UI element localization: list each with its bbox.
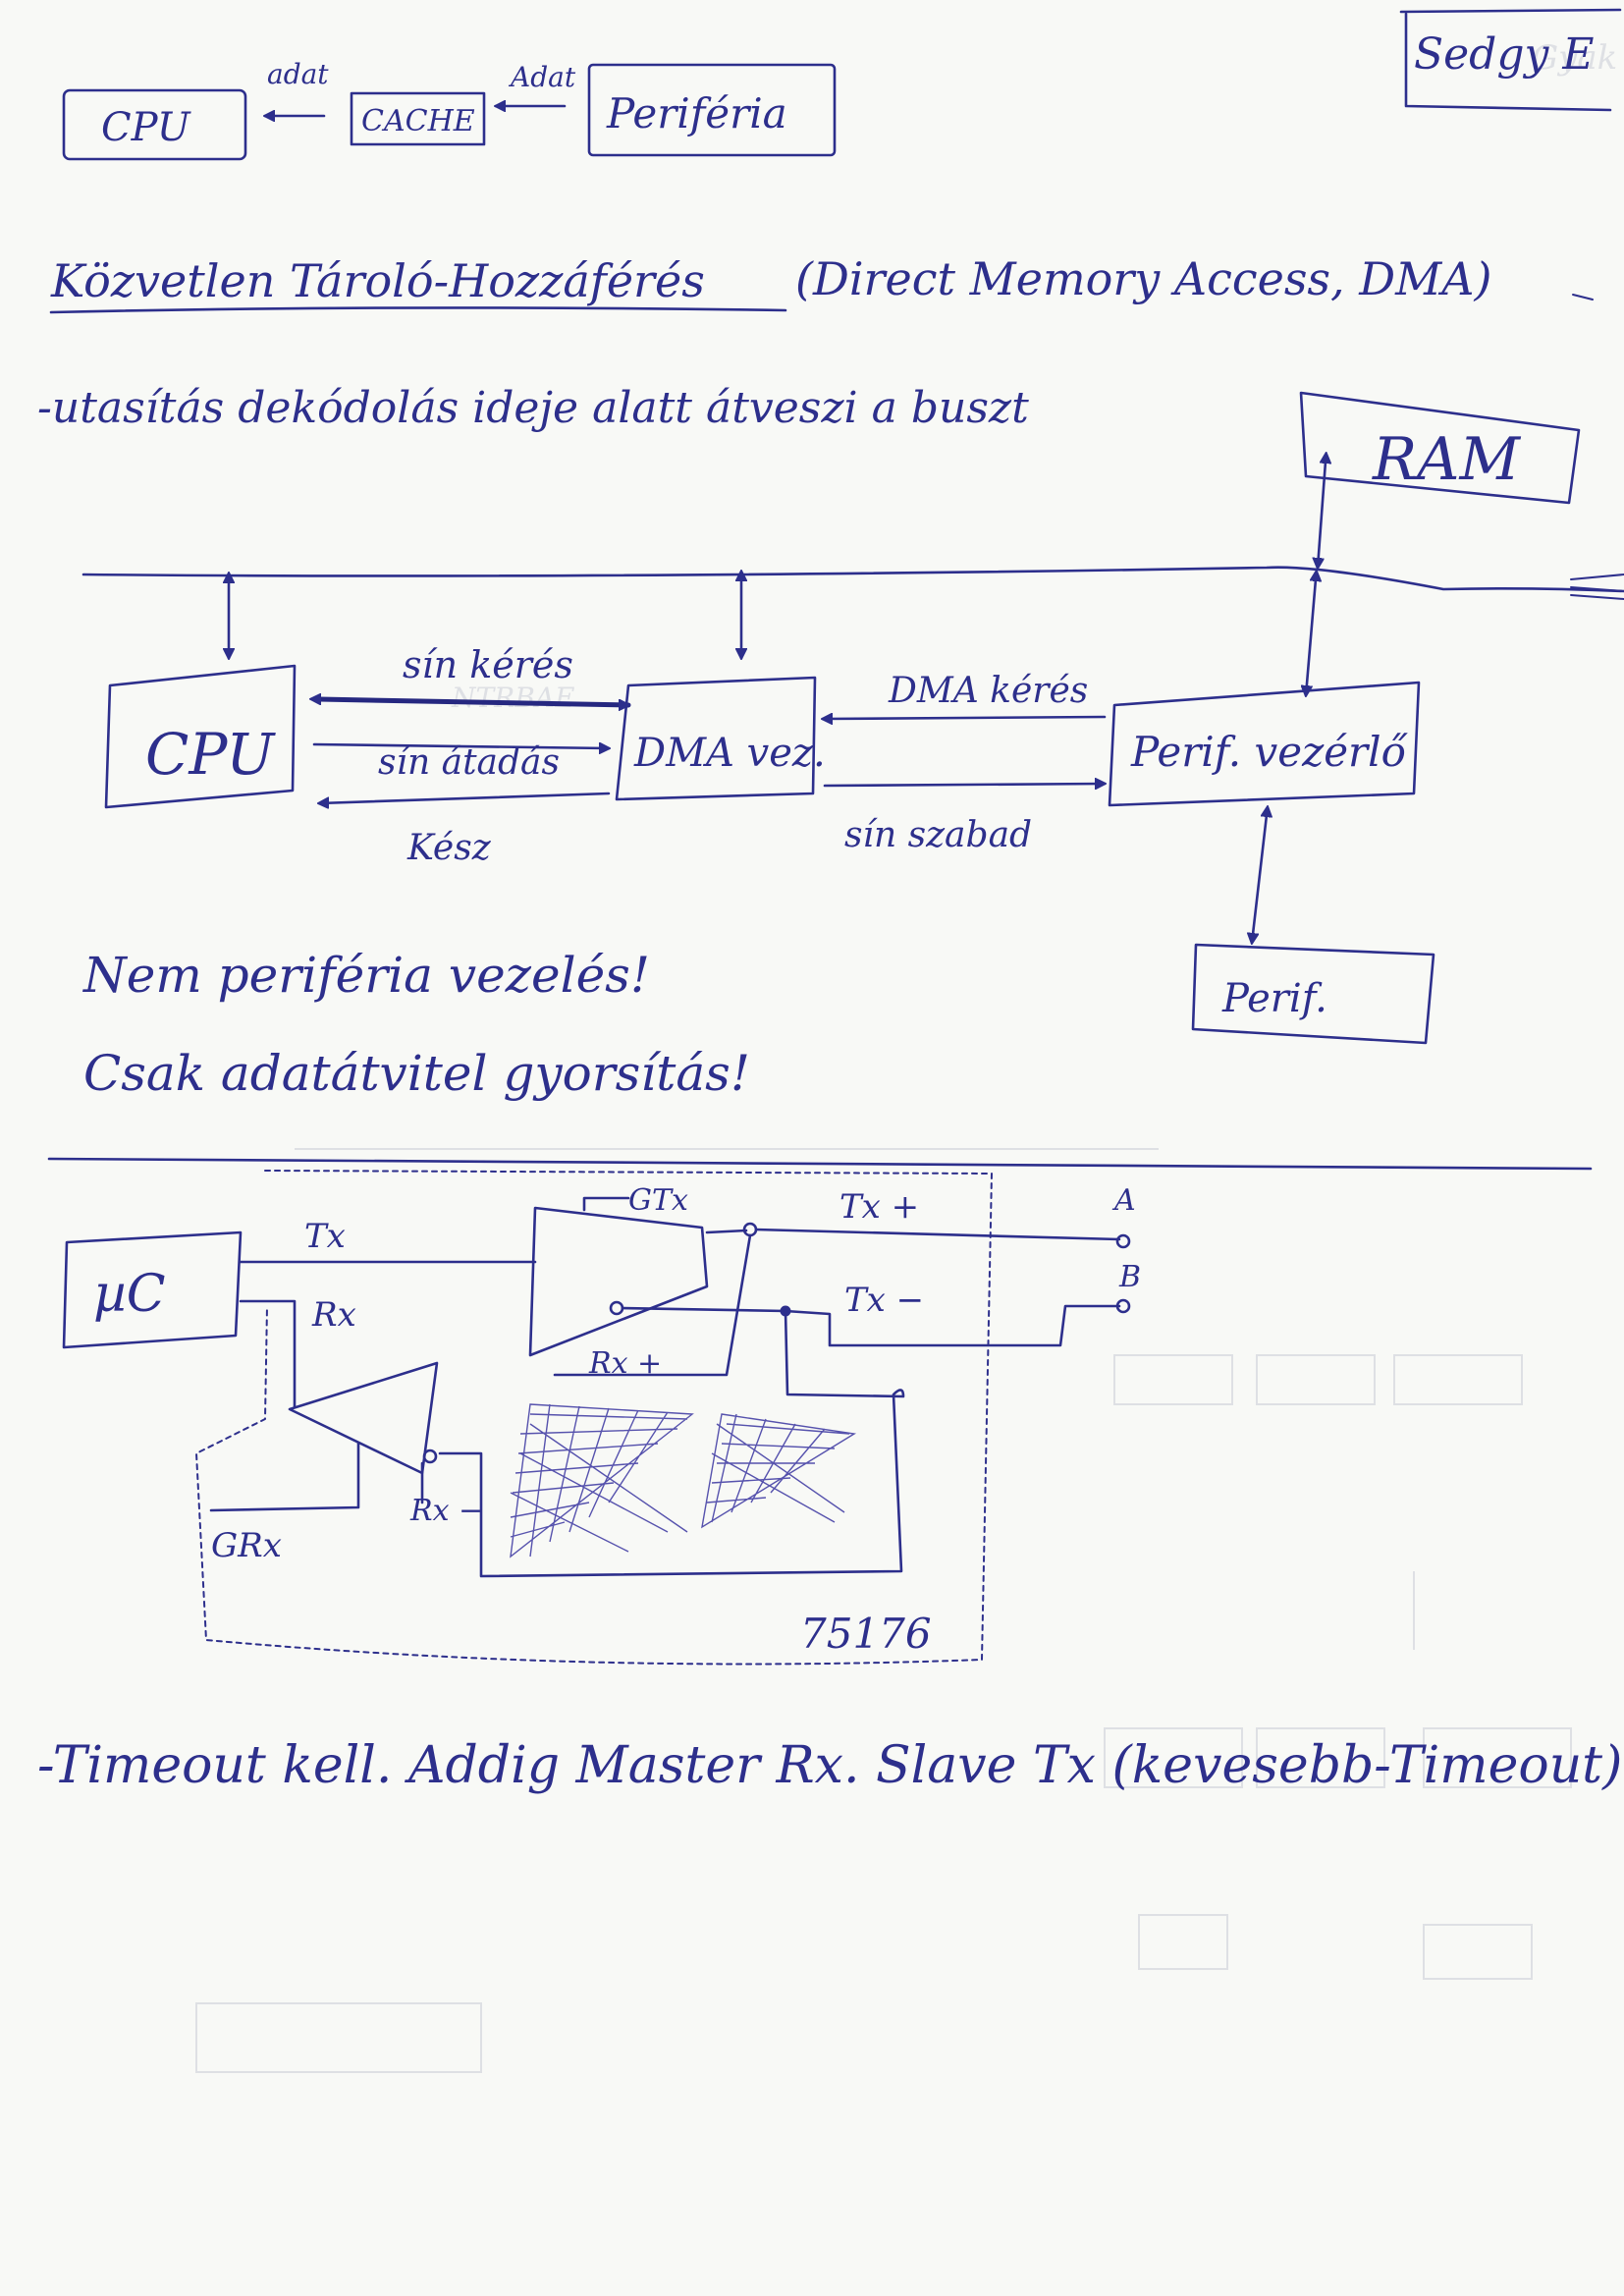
periferia-label: Periféria xyxy=(606,89,787,137)
uc-box xyxy=(62,1230,243,1349)
perif-box xyxy=(1191,943,1435,1045)
periferia-box xyxy=(587,63,837,157)
perif-ctrl-box xyxy=(1108,681,1421,807)
sin-szabad-label: sín szabad xyxy=(844,815,1032,855)
txp-label: Tx + xyxy=(839,1187,919,1227)
heading: Közvetlen Tároló-Hozzáférés xyxy=(50,254,705,307)
section-separator xyxy=(47,1157,1593,1171)
chip-boundary xyxy=(195,1170,993,1666)
gtx-label: GTx xyxy=(628,1183,688,1218)
cpu-box xyxy=(104,664,297,809)
arrow2-label: Adat xyxy=(508,61,576,93)
cpu-label: CPU xyxy=(145,721,276,788)
sin-keres-label: sín kérés xyxy=(403,643,573,686)
chip-label: 75176 xyxy=(800,1610,932,1658)
note-2: Csak adatátvitel gyorsítás! xyxy=(83,1045,750,1102)
rxm-label: Rx − xyxy=(409,1494,483,1528)
top-cpu-label: CPU xyxy=(101,105,191,150)
corner-label: Sedgy E xyxy=(1414,29,1594,80)
kesz-label: Kész xyxy=(406,828,492,868)
cache-label: CACHE xyxy=(361,104,475,138)
dma-label: DMA vez. xyxy=(633,731,826,776)
scribbled-triangles xyxy=(510,1403,857,1558)
perif-ctrl-label: Perif. vezérlő xyxy=(1130,728,1409,776)
tx-label: Tx xyxy=(304,1217,346,1256)
grx-label: GRx xyxy=(211,1526,282,1565)
perif-label: Perif. xyxy=(1221,976,1327,1021)
sin-atadas-label: sín átadás xyxy=(378,742,560,783)
svg-text:Gyak B: Gyak B xyxy=(1532,38,1624,78)
terminal-b-label: B xyxy=(1118,1260,1141,1294)
dma-box xyxy=(615,676,817,801)
rs485-diagram: µC Tx Rx GTx Rx + Tx + A Tx − B GRx xyxy=(62,1170,1141,1666)
system-bus xyxy=(81,566,1624,593)
dma-keres-label: DMA kérés xyxy=(888,671,1088,711)
rx-label: Rx xyxy=(311,1295,356,1335)
txm-label: Tx − xyxy=(844,1281,924,1320)
driver-triangle xyxy=(528,1206,709,1357)
cache-box xyxy=(350,91,486,146)
heading-paren: (Direct Memory Access, DMA) xyxy=(795,252,1491,305)
receiver-triangle xyxy=(288,1361,439,1475)
top-cpu-box xyxy=(62,88,247,161)
ram-label: RAM xyxy=(1372,425,1522,494)
line-1: -utasítás dekódolás ideje alatt átveszi … xyxy=(37,383,1029,433)
uc-label: µC xyxy=(93,1265,166,1324)
terminal-a-label: A xyxy=(1111,1183,1136,1218)
ram-box xyxy=(1299,391,1581,505)
note-1: Nem periféria vezelés! xyxy=(82,947,650,1004)
footer-note: -Timeout kell. Addig Master Rx. Slave Tx… xyxy=(37,1736,1622,1795)
arrow1-label: adat xyxy=(267,58,329,90)
